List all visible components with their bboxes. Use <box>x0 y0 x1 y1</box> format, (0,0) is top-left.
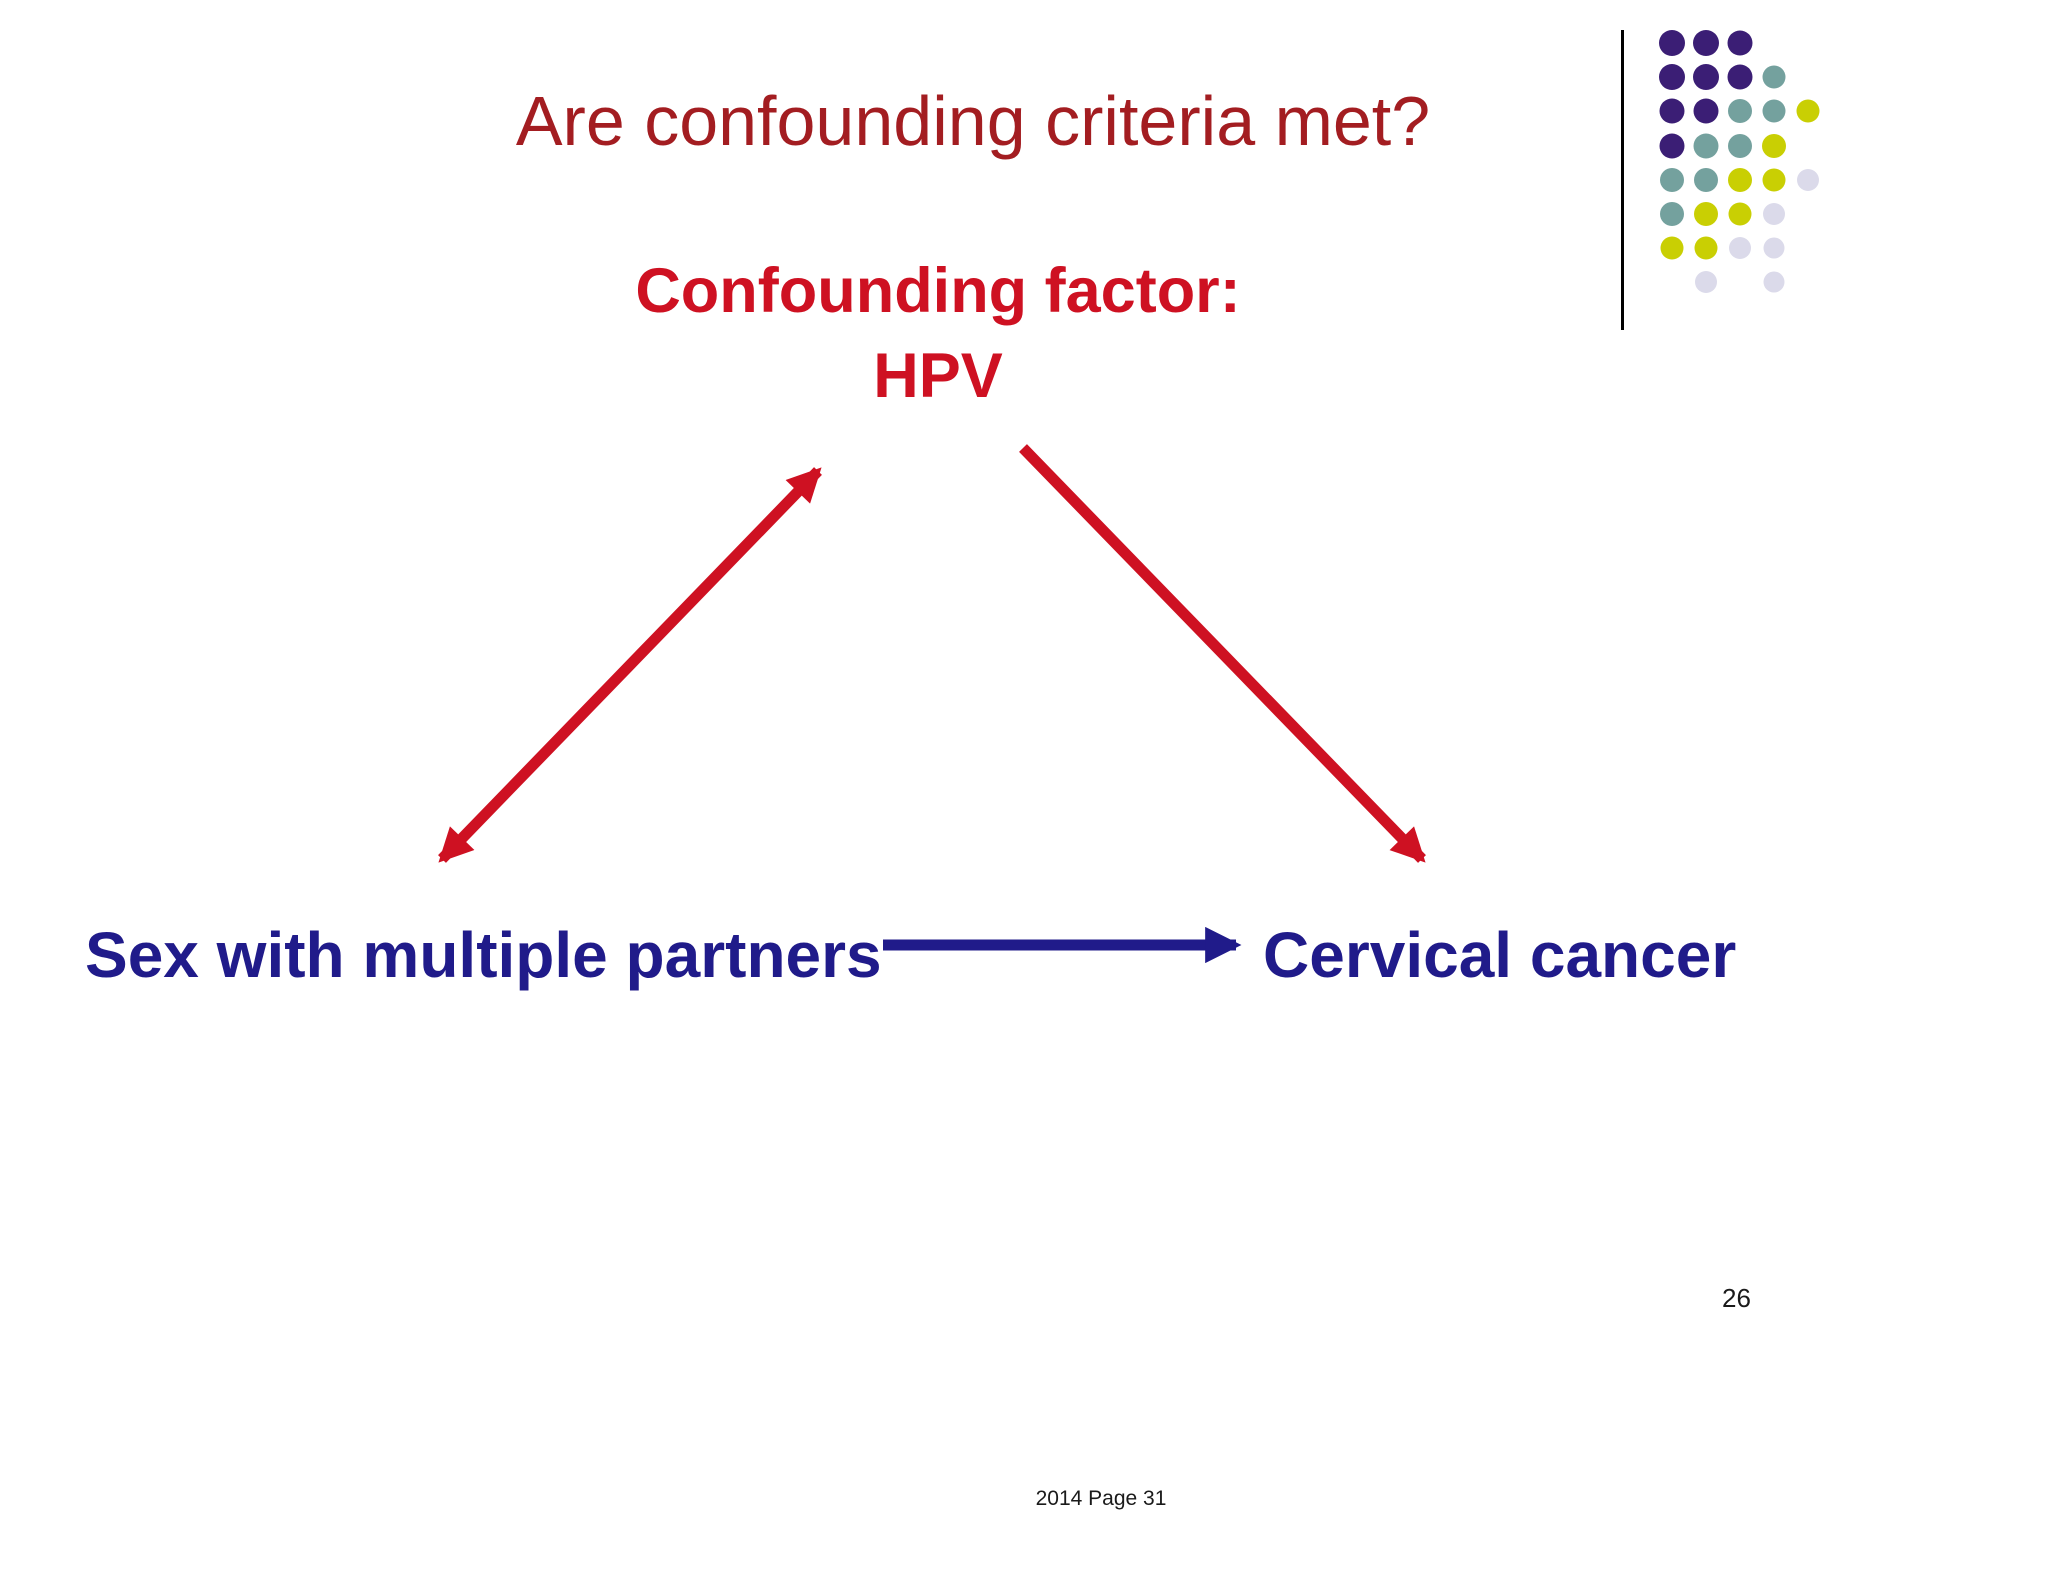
logo-dot-lavender <box>1763 237 1785 259</box>
confounding-factor-label: Confounding factor: HPV <box>635 249 1240 419</box>
hpv-to-cervical-cancer-arrow <box>1019 444 1426 863</box>
logo-dot-lavender <box>1797 168 1819 191</box>
logo-dot-teal <box>1660 167 1684 192</box>
logo-dot-yellow <box>1728 202 1752 226</box>
logo-dot-teal <box>1694 167 1718 192</box>
logo-dot-yellow <box>1762 168 1786 192</box>
outcome-label: Cervical cancer <box>1263 919 1737 991</box>
logo-dot-yellow <box>1796 99 1820 123</box>
logo-dot-yellow <box>1728 167 1752 192</box>
logo-dot-yellow <box>1762 133 1786 158</box>
logo-dot-teal <box>1728 133 1752 158</box>
logo-dot-purple <box>1693 98 1719 124</box>
logo-dot-teal <box>1728 99 1752 124</box>
logo-dot-teal <box>1762 65 1786 89</box>
page-number: 26 <box>1722 1283 1751 1313</box>
logo-dot-yellow <box>1660 236 1684 260</box>
logo-dot-lavender <box>1695 271 1717 294</box>
logo-dot-yellow <box>1694 236 1718 260</box>
confounding-factor-text: Confounding factor: <box>635 256 1241 326</box>
slide-title: Are confounding criteria met? <box>515 82 1431 160</box>
logo-dot-purple <box>1659 98 1685 124</box>
logo-dot-teal <box>1660 202 1684 226</box>
logo-dot-lavender <box>1729 237 1751 260</box>
logo-dot-lavender <box>1763 203 1785 225</box>
logo-dot-purple <box>1693 30 1719 56</box>
hpv-to-sex-arrow <box>438 467 822 863</box>
logo-dot-teal <box>1762 99 1786 123</box>
hpv-text: HPV <box>873 341 1003 411</box>
logo-dot-purple <box>1659 64 1685 91</box>
logo-dot-purple <box>1659 30 1685 56</box>
logo-dot-purple <box>1693 64 1719 91</box>
footer-text: 2014 Page 31 <box>1035 1487 1167 1510</box>
logo-dot-teal <box>1693 133 1719 159</box>
logo-dot-yellow <box>1694 202 1718 226</box>
logo-dot-lavender <box>1763 271 1785 293</box>
logo-dot-purple <box>1659 133 1685 159</box>
logo-dot-purple <box>1727 30 1753 56</box>
logo-dot-purple <box>1727 64 1753 90</box>
exposure-label: Sex with multiple partners <box>85 919 882 991</box>
logo-vertical-line <box>1621 30 1624 330</box>
